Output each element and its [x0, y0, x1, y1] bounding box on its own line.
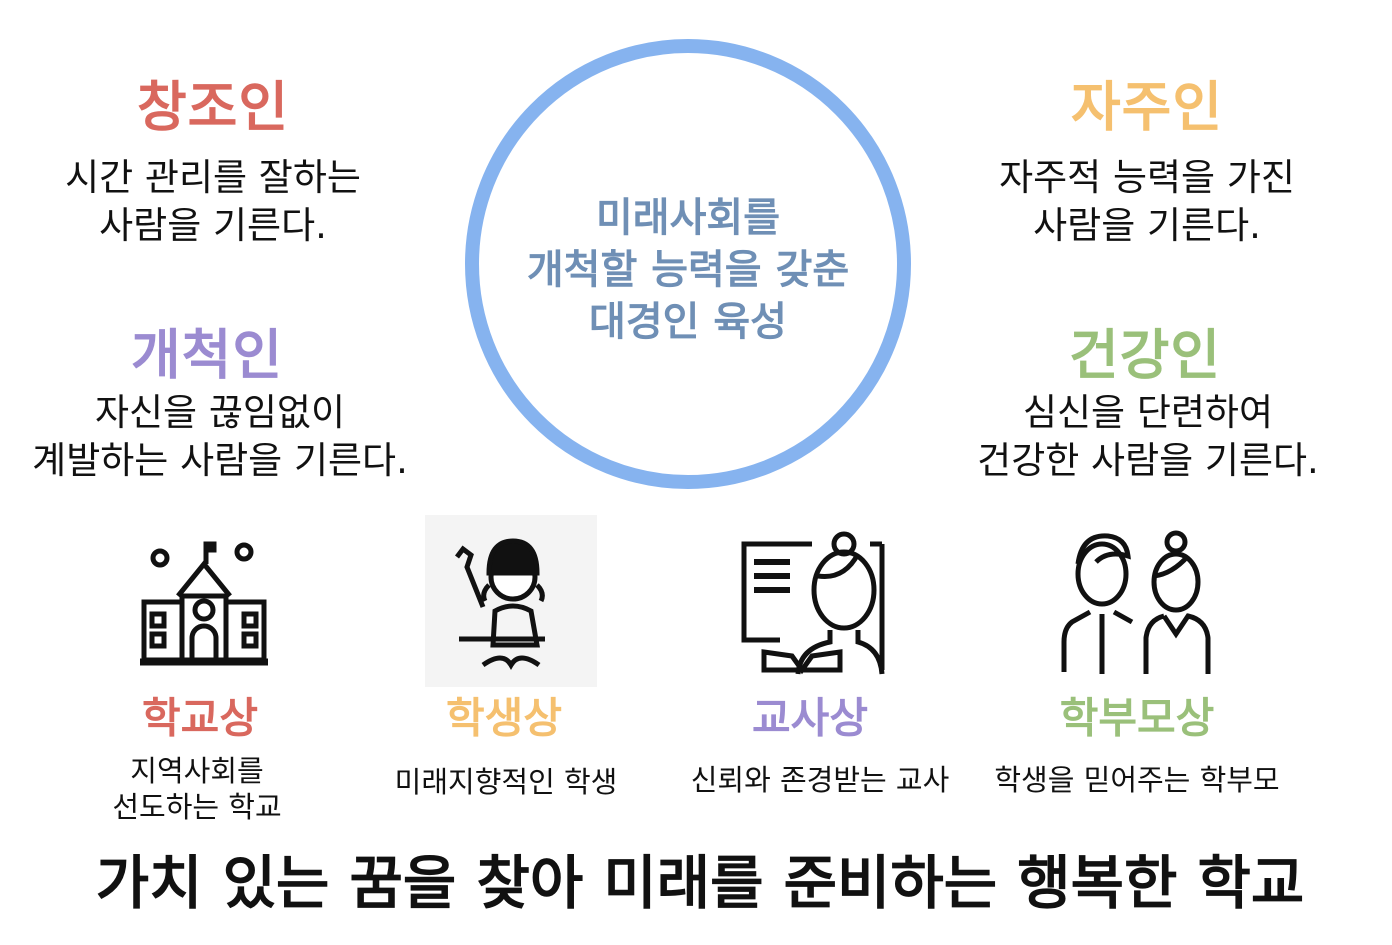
school-slogan: 가치 있는 꿈을 찾아 미래를 준비하는 행복한 학교 [95, 849, 1305, 917]
school-icon [140, 541, 268, 666]
teacher-icon [741, 531, 885, 675]
role-desc-teacher: 신뢰와 존경받는 교사 [690, 763, 950, 797]
quadrant-title-healthy: 건강인 [1068, 323, 1222, 387]
quadrant-desc-independent: 자주적 능력을 가진 사람을 기른다. [999, 156, 1295, 247]
quadrant-desc-healthy: 심신을 단련하여 건강한 사람을 기른다. [977, 391, 1319, 482]
student-icon [425, 515, 597, 687]
center-vision: 미래사회를 개척할 능력을 갖춘 대경인 육성 [526, 195, 850, 345]
role-label-parents: 학부모상 [1059, 693, 1215, 743]
quadrant-title-independent: 자주인 [1070, 75, 1224, 139]
role-label-school: 학교상 [142, 693, 258, 743]
role-desc-student: 미래지향적인 학생 [394, 765, 618, 799]
role-label-teacher: 교사상 [752, 693, 868, 743]
role-desc-school: 지역사회를 선도하는 학교 [112, 754, 282, 824]
parents-icon [1061, 530, 1211, 674]
quadrant-title-pioneer: 개척인 [130, 323, 284, 387]
quadrant-desc-pioneer: 자신을 끊임없이 계발하는 사람을 기른다. [32, 391, 408, 482]
role-label-student: 학생상 [446, 693, 562, 743]
quadrant-desc-creative: 시간 관리를 잘하는 사람을 기른다. [65, 156, 361, 247]
quadrant-title-creative: 창조인 [136, 75, 290, 139]
role-desc-parents: 학생을 믿어주는 학부모 [994, 763, 1280, 797]
